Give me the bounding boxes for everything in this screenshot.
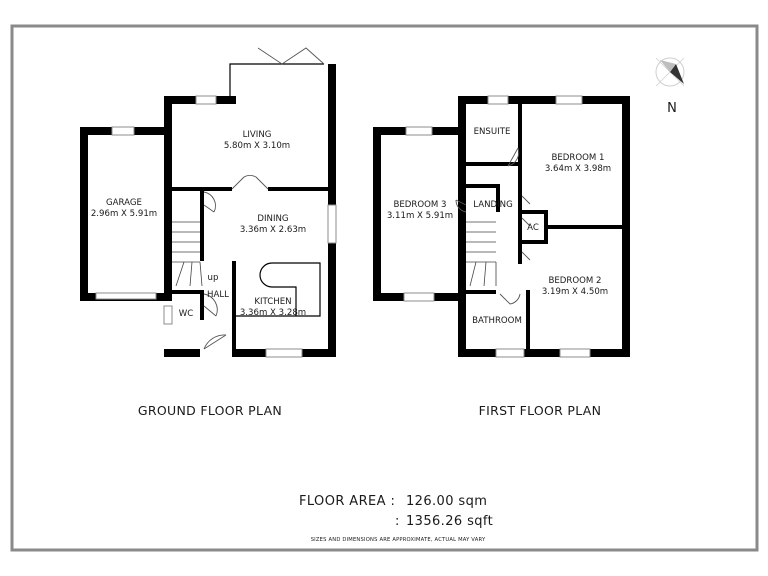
- living-label: LIVING: [243, 130, 272, 140]
- floor-area-sqft-prefix: :: [395, 514, 400, 529]
- bedroom2-size: 3.19m X 4.50m: [542, 287, 608, 297]
- dining-window: [327, 204, 337, 244]
- bathroom-label: BATHROOM: [472, 316, 522, 326]
- wc-label: WC: [179, 309, 194, 319]
- stairs-up-label: up: [208, 273, 219, 283]
- garage-label: GARAGE: [106, 198, 142, 208]
- kitchen-size: 3.36m X 3.28m: [240, 308, 306, 318]
- landing-label: LANDING: [473, 200, 513, 210]
- garage-door-opening: [95, 292, 157, 300]
- bedroom1-size: 3.64m X 3.98m: [545, 164, 611, 174]
- ground-stairs: [172, 221, 203, 287]
- ensuite-label: ENSUITE: [474, 127, 511, 137]
- first-floor-plan: [373, 95, 630, 358]
- bedroom1-label: BEDROOM 1: [551, 153, 604, 163]
- living-size: 5.80m X 3.10m: [224, 141, 290, 151]
- kitchen-counter: [236, 262, 321, 317]
- first-floor-title: FIRST FLOOR PLAN: [479, 403, 602, 418]
- floor-area-label: FLOOR AREA :: [299, 494, 395, 509]
- hall-label: HALL: [207, 290, 229, 300]
- bedroom2-label: BEDROOM 2: [548, 276, 601, 286]
- bedroom3-label: BEDROOM 3: [393, 200, 446, 210]
- north-label: N: [667, 101, 677, 116]
- ground-floor-title: GROUND FLOOR PLAN: [138, 403, 282, 418]
- kitchen-label: KITCHEN: [254, 297, 291, 307]
- dining-label: DINING: [257, 214, 288, 224]
- first-floor-stairs: [466, 221, 497, 287]
- dining-size: 3.36m X 2.63m: [240, 225, 306, 235]
- floor-area-sqm: 126.00 sqm: [406, 494, 487, 509]
- garage-size: 2.96m X 5.91m: [91, 209, 157, 219]
- ac-label: AC: [527, 223, 539, 233]
- bedroom3-size: 3.11m X 5.91m: [387, 211, 453, 221]
- ground-floor-plan: [80, 47, 337, 358]
- page-frame: [10, 24, 759, 552]
- disclaimer-note: SIZES AND DIMENSIONS ARE APPROXIMATE, AC…: [311, 537, 486, 543]
- floor-area-sqft: 1356.26 sqft: [406, 514, 493, 529]
- compass-arrow-icon: [655, 57, 685, 87]
